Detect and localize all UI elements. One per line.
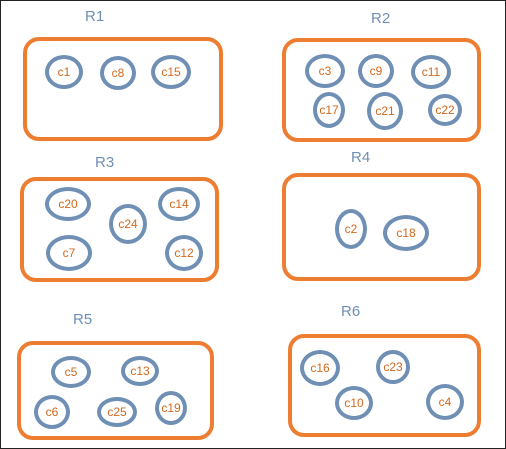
cluster-label: c24 <box>118 217 138 231</box>
cluster-label: c21 <box>375 104 395 118</box>
cluster-label: c10 <box>344 396 364 410</box>
cluster-c16: c16 <box>300 350 340 386</box>
cluster-c12: c12 <box>165 235 203 271</box>
cluster-c10: c10 <box>335 386 373 420</box>
cluster-label: c8 <box>111 66 125 80</box>
cluster-label: c25 <box>107 405 127 419</box>
cluster-label: c1 <box>57 65 71 79</box>
cluster-label: c23 <box>383 360 403 374</box>
cluster-c4: c4 <box>426 384 464 420</box>
cluster-c21: c21 <box>367 92 403 130</box>
cluster-c13: c13 <box>121 356 159 386</box>
cluster-label: c7 <box>62 246 76 260</box>
region-box-r1 <box>23 37 223 141</box>
cluster-label: c6 <box>45 405 59 419</box>
cluster-c20: c20 <box>45 187 91 221</box>
cluster-label: c13 <box>130 364 150 378</box>
cluster-label: c15 <box>161 65 181 79</box>
region-label-r2: R2 <box>371 10 391 27</box>
cluster-c15: c15 <box>151 55 191 89</box>
cluster-c2: c2 <box>335 209 367 249</box>
cluster-label: c17 <box>319 103 339 117</box>
cluster-c5: c5 <box>51 356 91 388</box>
cluster-c18: c18 <box>383 215 429 251</box>
cluster-c14: c14 <box>158 187 200 221</box>
cluster-c22: c22 <box>428 94 462 126</box>
cluster-label: c9 <box>369 64 383 78</box>
cluster-label: c20 <box>58 197 78 211</box>
cluster-c1: c1 <box>45 55 83 89</box>
cluster-label: c11 <box>421 65 441 79</box>
cluster-label: c16 <box>310 361 330 375</box>
cluster-label: c3 <box>318 64 332 78</box>
region-label-r6: R6 <box>341 303 361 320</box>
cluster-label: c19 <box>161 401 181 415</box>
cluster-c17: c17 <box>313 92 345 128</box>
cluster-c7: c7 <box>46 235 92 271</box>
cluster-c24: c24 <box>109 204 147 244</box>
region-label-r1: R1 <box>85 8 105 25</box>
cluster-label: c5 <box>64 365 78 379</box>
cluster-c6: c6 <box>34 395 70 429</box>
cluster-label: c2 <box>344 222 358 236</box>
cluster-c3: c3 <box>305 54 345 88</box>
cluster-label: c4 <box>438 395 452 409</box>
region-label-r3: R3 <box>95 154 115 171</box>
cluster-label: c12 <box>174 246 194 260</box>
cluster-c11: c11 <box>411 55 451 89</box>
cluster-c8: c8 <box>100 56 136 90</box>
cluster-label: c14 <box>169 197 189 211</box>
region-label-r5: R5 <box>73 311 93 328</box>
cluster-c23: c23 <box>376 350 410 384</box>
region-label-r4: R4 <box>351 149 371 166</box>
cluster-c25: c25 <box>97 397 137 427</box>
cluster-c19: c19 <box>155 391 187 425</box>
cluster-label: c18 <box>396 226 416 240</box>
cluster-c9: c9 <box>358 54 394 88</box>
region-box-r4 <box>282 173 481 281</box>
cluster-label: c22 <box>435 103 455 117</box>
